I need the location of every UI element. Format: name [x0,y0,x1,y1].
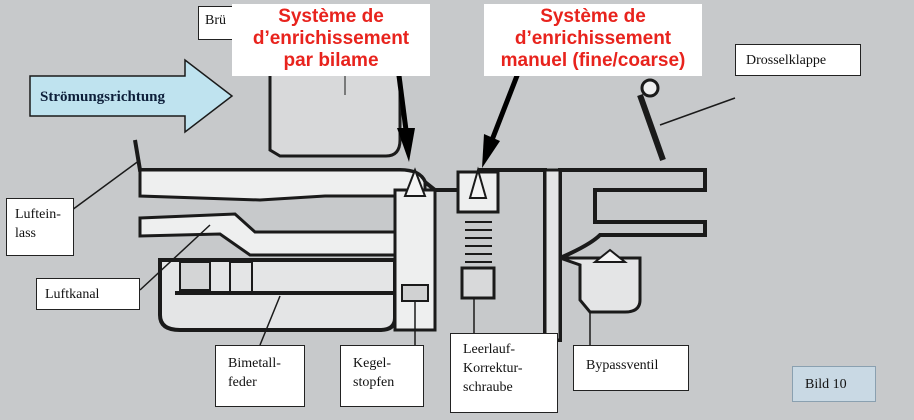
label-bru-text: Brü [205,13,226,28]
callout-bilame-line1: Système de [278,6,384,27]
callout-bilame: Système de d’enrichissement par bilame [232,4,430,76]
leader-lines [71,97,736,346]
callout-manuel: Système de d’enrichissement manuel (fine… [484,4,702,76]
label-luftkanal-text: Luftkanal [45,287,100,302]
cone-tip [403,167,427,197]
label-leerlauf-line2: Korrektur- [463,361,523,376]
callout-manuel-line3: manuel (fine/coarse) [500,50,686,71]
label-bild-text: Bild 10 [805,377,847,392]
throttle-shaft [543,168,562,342]
label-lufteinlass-line1: Luftein- [15,207,61,222]
callout-bilame-line3: par bilame [283,50,379,71]
label-kegelstopfen: Kegel- stopfen [340,345,424,407]
air-passage-fill [138,168,427,202]
label-leerlauf-line3: schraube [463,380,513,395]
label-bimetallfeder: Bimetall- feder [215,345,305,407]
label-drosselklappe-text: Drosselklappe [746,53,827,68]
label-bypass-text: Bypassventil [586,358,659,373]
callout-bilame-line2: d’enrichissement [252,28,410,49]
callout-arrow-manuel [482,67,523,168]
flow-direction-arrow [29,58,234,134]
label-bimetall-line2: feder [228,375,257,390]
throttle-plate [637,93,666,162]
label-lufteinlass-line2: lass [15,226,36,241]
callout-arrow-bilame [395,67,415,162]
label-leerlauf-line1: Leerlauf- [463,342,516,357]
label-kegel-line1: Kegel- [353,356,392,371]
label-leerlauf-korrekturschraube: Leerlauf- Korrektur- schraube [450,333,558,413]
label-bild-10: Bild 10 [792,366,876,402]
label-stroemungsrichtung: Strömungsrichtung [40,89,166,105]
label-bypassventil: Bypassventil [573,345,689,391]
label-kegel-line2: stopfen [353,375,395,390]
label-drosselklappe: Drosselklappe [735,44,861,76]
idle-screw-thread [465,221,492,263]
callout-manuel-line1: Système de [540,6,646,27]
label-bimetall-line1: Bimetall- [228,356,281,371]
label-lufteinlass: Luftein- lass [6,198,74,256]
bypass-valve-body [559,256,642,314]
callout-manuel-line2: d’enrichissement [514,28,672,49]
label-luftkanal: Luftkanal [36,278,140,310]
